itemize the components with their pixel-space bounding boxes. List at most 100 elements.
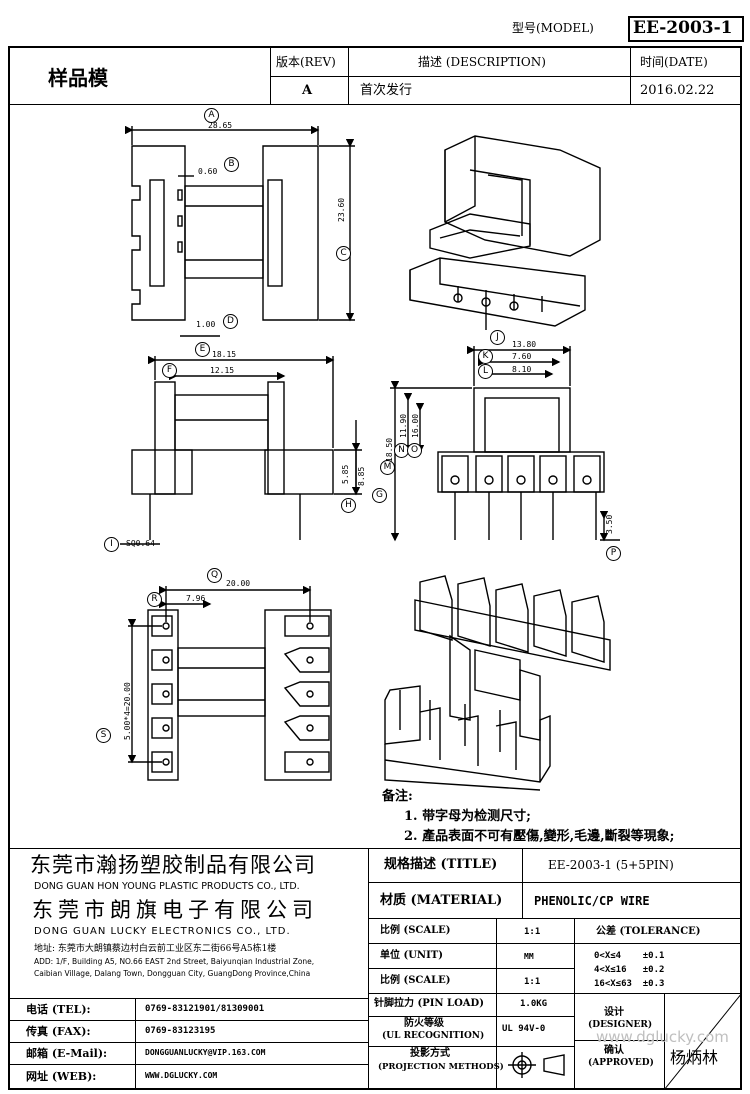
ul-label-1: 防火等级 [404,1018,444,1029]
callout-m: M [380,460,395,475]
company2-cn: 东莞市朗旗电子有限公司 [32,898,318,922]
unit-label: 单位 (UNIT) [380,950,443,961]
designer-label-1: 设计 [604,1007,624,1018]
designer-label-2: (DESIGNER) [588,1020,653,1030]
model-box [628,16,744,42]
pinload-value: 1.0KG [520,999,548,1009]
rev-label: 版本(REV) [276,55,336,69]
titleblock-top [8,848,742,849]
desc-value: 首次发行 [360,83,413,98]
callout-l: L [478,364,493,379]
ul-label-2: (UL RECOGNITION) [382,1031,485,1041]
material-value: PHENOLIC/CP WIRE [534,894,650,908]
dim-l-value: 8.10 [512,365,532,374]
watermark: www.dglucky.com [596,1028,729,1046]
address-en-2: Caibian Village, Dalang Town, Dongguan C… [34,969,311,978]
callout-i: I [104,537,119,552]
tolerance-2: 4<X≤16 ±0.2 [594,965,665,975]
tel-value: 0769-83121901/81309001 [145,1004,265,1014]
scale-value-1: 1:1 [524,927,541,937]
ul-value: UL 94V-0 [502,1024,546,1034]
email-label: 邮箱 (E-Mail): [26,1047,108,1060]
pinload-label: 针脚拉力 (PIN LOAD) [374,998,484,1009]
web-label: 网址 (WEB): [26,1070,97,1083]
iso-view-top [409,135,601,330]
company2-en: DONG GUAN LUCKY ELECTRONICS CO., LTD. [34,926,291,937]
sample-label: 样品模 [48,66,108,90]
dim-d-value: 1.00 [196,320,216,329]
iso-view-bottom [384,575,611,791]
web-value[interactable]: WWW.DGLUCKY.COM [145,1071,218,1080]
callout-h: H [341,498,356,513]
dim-j-value: 13.80 [512,340,537,349]
approved-label-2: (APPROVED) [588,1058,654,1068]
tolerance-1: 0<X≤4 ±0.1 [594,951,665,961]
dim-f-value: 12.15 [210,366,235,375]
bottom-view [127,585,332,781]
callout-q: Q [207,568,222,583]
dim-g-value: 8.85 [357,466,366,486]
dim-i-value: SQ0.64 [126,539,155,548]
projection-label-2: (PROJECTION METHODS) [378,1062,504,1072]
approved-value: 杨炳林 [670,1048,719,1067]
top-view [125,125,355,337]
callout-a: A [204,108,219,123]
unit-value: MM [524,952,534,961]
callout-c: C [336,246,351,261]
note-2: 2. 產品表面不可有壓傷,變形,毛邊,斷裂等現象; [404,829,675,844]
dim-r-value: 7.96 [186,594,206,603]
fax-value: 0769-83123195 [145,1026,216,1036]
approved-label-1: 确认 [604,1045,624,1056]
tel-label: 电话 (TEL): [26,1003,91,1016]
email-value[interactable]: DONGGUANLUCKY@VIP.163.COM [145,1048,266,1057]
desc-label: 描述 (DESCRIPTION) [418,55,546,69]
dim-m-value: 18.50 [385,437,394,462]
callout-b: B [224,157,239,172]
callout-d: D [223,314,238,329]
tolerance-label: 公差 (TOLERANCE) [596,926,701,937]
dim-h-value: 5.85 [341,464,350,484]
dim-c-value: 23.60 [337,197,346,222]
side-view [120,355,362,545]
date-value: 2016.02.22 [640,83,715,98]
callout-s: S [96,728,111,743]
callout-p: P [606,546,621,561]
company1-cn: 东莞市瀚扬塑胶制品有限公司 [30,853,316,877]
callout-o: O [407,443,422,458]
dim-s-value: 5.00*4=20.00 [123,682,132,740]
header-divider [8,104,742,105]
dim-a-value: 28.65 [208,121,233,130]
material-label: 材质 (MATERIAL) [380,893,503,908]
scale-label-1: 比例 (SCALE) [380,925,451,936]
title-label: 规格描述 (TITLE) [384,857,498,872]
front-view [390,345,620,542]
dim-b-value: 0.60 [198,167,218,176]
address-en-1: ADD: 1/F, Building A5, NO.66 EAST 2nd St… [34,957,315,966]
dim-p-value: 3.50 [605,514,614,534]
date-label: 时间(DATE) [640,55,708,69]
callout-f: F [162,363,177,378]
callout-r: R [147,592,162,607]
rev-value: A [302,83,313,98]
scale-value-2: 1:1 [524,977,541,987]
fax-label: 传真 (FAX): [26,1025,91,1038]
projection-label-1: 投影方式 [410,1048,450,1059]
title-value: EE-2003-1 (5+5PIN) [548,858,674,872]
scale-label-2: 比例 (SCALE) [380,975,451,986]
technical-drawing [120,125,620,791]
callout-k: K [478,349,493,364]
drawing-frame [8,46,742,1090]
tolerance-3: 16<X≤63 ±0.3 [594,979,665,989]
callout-j: J [490,330,505,345]
projection-symbol-icon [508,1052,565,1078]
dim-o-value: 16.00 [411,413,420,438]
callout-g: G [372,488,387,503]
dim-e-value: 18.15 [212,350,237,359]
company1-en: DONG GUAN HON YOUNG PLASTIC PRODUCTS CO.… [34,881,300,892]
note-1: 1. 带字母为检测尺寸; [404,809,531,824]
callout-e: E [195,342,210,357]
address-cn: 地址: 东莞市大朗镇蔡边村白云前工业区东二街66号A5栋1楼 [34,944,277,954]
dim-k-value: 7.60 [512,352,532,361]
model-value: EE-2003-1 [633,18,733,38]
dim-q-value: 20.00 [226,579,251,588]
